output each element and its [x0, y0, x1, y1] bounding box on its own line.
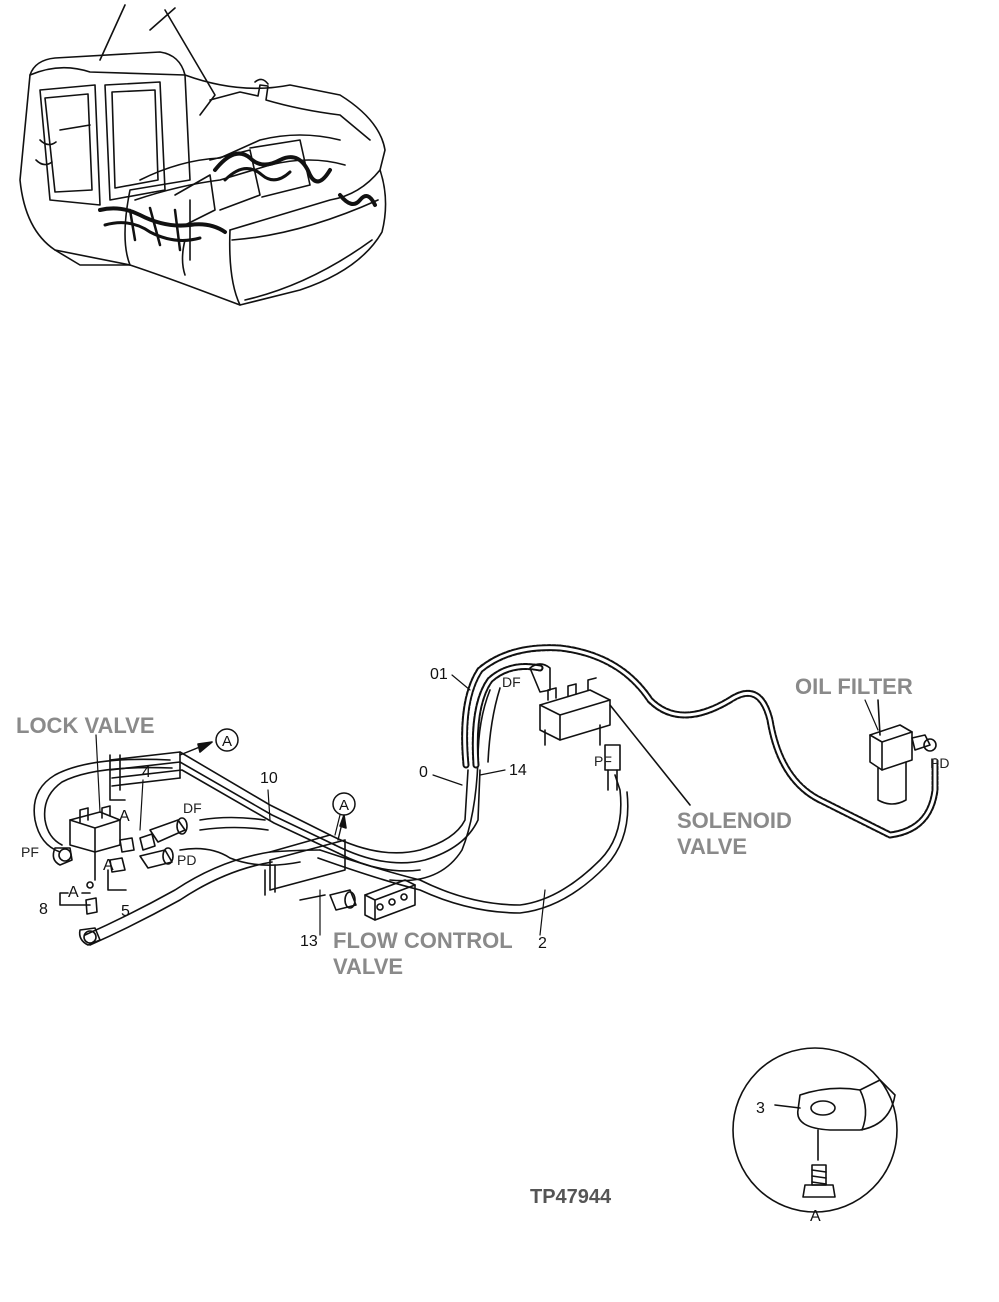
callout-8: 8	[39, 901, 48, 918]
leader-lines	[95, 674, 879, 936]
oil-filter-label: OIL FILTER	[795, 674, 913, 699]
view-ref-a-1-text: A	[222, 733, 232, 750]
hydraulic-lines	[33, 687, 629, 946]
port-label-pf-mid: PF	[594, 753, 612, 769]
view-ref-a-bracket-4: A	[119, 808, 130, 825]
detail-view-a	[732, 1047, 898, 1213]
port-label-pf-left: PF	[21, 844, 39, 860]
callout-5: 5	[121, 903, 130, 920]
detail-view-a-label: A	[810, 1208, 821, 1225]
solenoid-valve-illustration	[529, 663, 691, 806]
view-ref-circle-a-1: A	[215, 728, 239, 752]
callout-10: 10	[260, 770, 278, 787]
callout-2: 2	[538, 935, 547, 952]
port-label-pd-left: PD	[177, 852, 197, 868]
callout-14: 14	[509, 762, 527, 779]
lock-valve-illustration	[52, 805, 188, 946]
port-label-df-left: DF	[183, 800, 202, 816]
flow-control-valve-label-line1: FLOW CONTROL	[333, 928, 513, 953]
lock-valve-label: LOCK VALVE	[16, 713, 155, 738]
callout-01: 01	[430, 666, 448, 683]
flow-control-valve-label-line2: VALVE	[333, 954, 404, 979]
callout-13: 13	[300, 933, 318, 950]
figure-code: TP47944	[530, 1186, 612, 1208]
view-arrows	[179, 741, 347, 841]
port-label-pd-right: PD	[930, 755, 950, 771]
corrugated-hose	[461, 644, 939, 839]
view-ref-a-bracket-8: A	[68, 884, 79, 901]
solenoid-valve-label-line1: SOLENOID	[677, 808, 792, 833]
port-label-df-top: DF	[502, 674, 521, 690]
view-ref-circle-a-2: A	[332, 792, 356, 816]
oil-filter-illustration	[869, 699, 937, 805]
view-ref-a-bracket-5: A	[103, 857, 114, 874]
view-ref-a-2-text: A	[339, 797, 349, 814]
excavator-overview-illustration	[19, 4, 387, 306]
flow-control-valve-illustration	[299, 879, 416, 921]
callout-4: 4	[142, 764, 151, 781]
callout-3: 3	[756, 1100, 765, 1117]
callout-0: 0	[419, 764, 428, 781]
solenoid-valve-label-line2: VALVE	[677, 834, 748, 859]
